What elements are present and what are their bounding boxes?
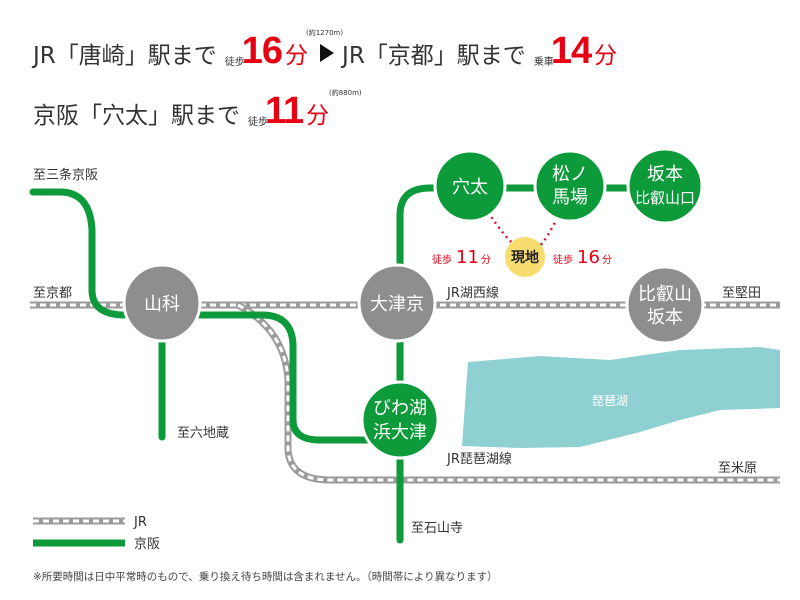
ride-mode-label: 乗車	[533, 57, 554, 68]
jr-kyoto-label: JR「京都」駅まで	[342, 43, 526, 69]
keihan-anou-label: 京阪「穴太」駅まで	[33, 103, 240, 129]
station-biwako-hamaotsu-label-2: 浜大津	[373, 422, 427, 443]
jr-biwako-label: JR琵琶湖線	[446, 451, 512, 467]
station-sakamoto-label-2: 比叡山口	[635, 189, 695, 207]
walk-matsu-label: 徒歩 16 分	[553, 247, 612, 268]
walk-anou-unit: 分	[481, 254, 491, 266]
station-biwako-hamaotsu: びわ湖 浜大津	[360, 380, 440, 460]
walk-matsu-value: 16	[577, 247, 600, 268]
station-anou-label: 穴太	[452, 177, 488, 198]
karasaki-unit: 分	[285, 43, 309, 69]
walk-matsu-unit: 分	[602, 254, 612, 266]
station-yamashina-label: 山科	[144, 294, 180, 315]
station-hieizan-sakamoto: 比叡山 坂本	[625, 265, 705, 345]
station-matsunobamba: 松ノ 馬場	[533, 149, 607, 223]
station-hieizan-sakamoto-label-2: 坂本	[647, 307, 683, 328]
jr-biwako-line	[236, 301, 780, 484]
current-location-marker: 現地	[505, 237, 545, 277]
lake-biwa	[462, 347, 780, 448]
walk-mode-label-2: 徒歩	[248, 117, 268, 128]
jr-karasaki-label: JR「唐崎」駅まで	[33, 43, 217, 69]
dest-sanjo-keihan: 至三条京阪	[33, 167, 98, 183]
footnote: ※所要時間は日中平常時のもので、乗り換え待ち時間は含まれません。（時間帯により異…	[33, 571, 498, 583]
walk-anou-value: 11	[456, 247, 479, 268]
anou-distance: (約880m)	[329, 89, 362, 97]
kyoto-minutes: 14	[550, 30, 592, 72]
anou-unit: 分	[306, 103, 330, 129]
dest-rokujizo: 至六地蔵	[177, 426, 229, 441]
jr-kosei-label: JR湖西線	[446, 285, 499, 301]
kyoto-unit: 分	[594, 43, 618, 69]
dest-katata: 至堅田	[722, 286, 761, 301]
keihan-keishin-line	[29, 188, 404, 444]
station-yamashina: 山科	[122, 263, 202, 343]
anou-minutes: 11	[265, 90, 304, 132]
station-anou: 穴太	[433, 149, 507, 223]
station-biwako-hamaotsu-label-1: びわ湖	[373, 398, 427, 419]
legend: JR 京阪	[33, 515, 160, 552]
dest-ishiyamadera: 至石山寺	[411, 521, 463, 536]
current-location-label: 現地	[511, 249, 539, 266]
station-sakamoto-label-1: 坂本	[647, 164, 683, 185]
walk-anou-mode: 徒歩	[432, 253, 452, 266]
arrow-icon	[320, 44, 335, 62]
dest-kyoto: 至京都	[33, 286, 72, 301]
station-otsukyo-label: 大津京	[370, 294, 424, 315]
legend-jr-label: JR	[133, 515, 147, 530]
station-matsunobamba-label-2: 馬場	[552, 187, 588, 208]
karasaki-distance: (約1270m)	[306, 29, 344, 37]
station-matsunobamba-label-1: 松ノ	[552, 164, 588, 185]
lake-label: 琵琶湖	[592, 393, 628, 408]
station-otsukyo: 大津京	[357, 263, 437, 343]
station-hieizan-sakamoto-label-1: 比叡山	[638, 284, 692, 305]
legend-keihan-label: 京阪	[134, 537, 160, 552]
dest-maibara: 至米原	[718, 461, 757, 476]
karasaki-minutes: 16	[241, 30, 283, 72]
keihan-ishiyama-sakamoto-line	[396, 184, 704, 544]
walk-anou-label: 徒歩 11 分	[432, 247, 491, 268]
station-sakamoto-hieizanguchi: 坂本 比叡山口	[626, 147, 704, 225]
walk-mode-label: 徒歩	[224, 57, 245, 68]
walk-matsu-mode: 徒歩	[553, 253, 573, 266]
